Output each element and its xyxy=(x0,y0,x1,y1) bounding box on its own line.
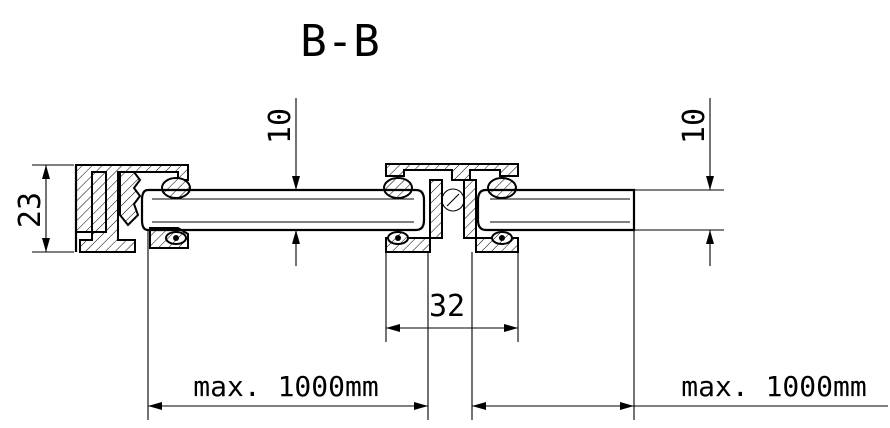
dimension-height: 23 xyxy=(13,164,74,253)
glass-right-dimension-label: 10 xyxy=(677,108,712,144)
dimension-glass-right: 10 xyxy=(634,98,724,266)
gasket-seals xyxy=(161,177,517,245)
dimension-span-right: max. 1000mm xyxy=(471,230,888,420)
section-title: B-B xyxy=(300,16,379,67)
height-dimension-label: 23 xyxy=(13,192,48,228)
dimension-glass-left: 10 xyxy=(263,98,300,266)
span-left-label: max. 1000mm xyxy=(193,370,378,403)
dimension-profile-width: 32 xyxy=(385,252,519,342)
glass-panels xyxy=(140,188,636,232)
dimension-span-left: max. 1000mm xyxy=(147,230,429,420)
span-right-label: max. 1000mm xyxy=(681,370,866,403)
profile-width-label: 32 xyxy=(429,289,465,324)
glass-left-dimension-label: 10 xyxy=(263,108,298,144)
